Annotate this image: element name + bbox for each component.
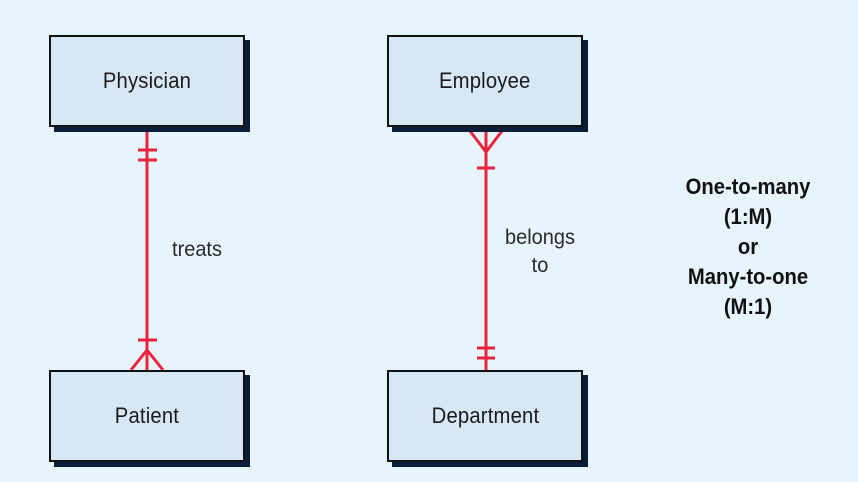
crowfoot-patient-right [145,349,165,371]
crowfoot-employee-left [468,130,488,153]
legend-line-5: (M:1) [723,294,773,319]
treats-connector [129,129,165,371]
relationship-label-belongs-line2: to [531,254,549,277]
legend-line-3: or [737,234,759,259]
entity-physician: Physician [49,35,245,127]
relationship-label-treats: treats [172,238,222,261]
legend-line-1: One-to-many [685,174,811,199]
entity-employee: Employee [387,35,583,127]
relationship-label-belongs-to: belongs to [493,224,588,280]
entity-patient-label: Patient [114,403,180,428]
cardinality-legend: One-to-many (1:M) or Many-to-one (M:1) [656,172,840,322]
entity-physician-label: Physician [102,68,192,93]
crowfoot-patient-left [129,349,149,371]
entity-patient: Patient [49,370,245,462]
legend-line-2: (1:M) [723,204,773,229]
entity-department-label: Department [431,403,539,428]
relationship-label-belongs-line1: belongs [505,226,575,249]
crowfoot-employee-right [484,130,504,153]
entity-employee-label: Employee [439,68,531,93]
legend-line-4: Many-to-one [687,264,809,289]
entity-department: Department [387,370,583,462]
belongs-to-connector [468,129,504,370]
